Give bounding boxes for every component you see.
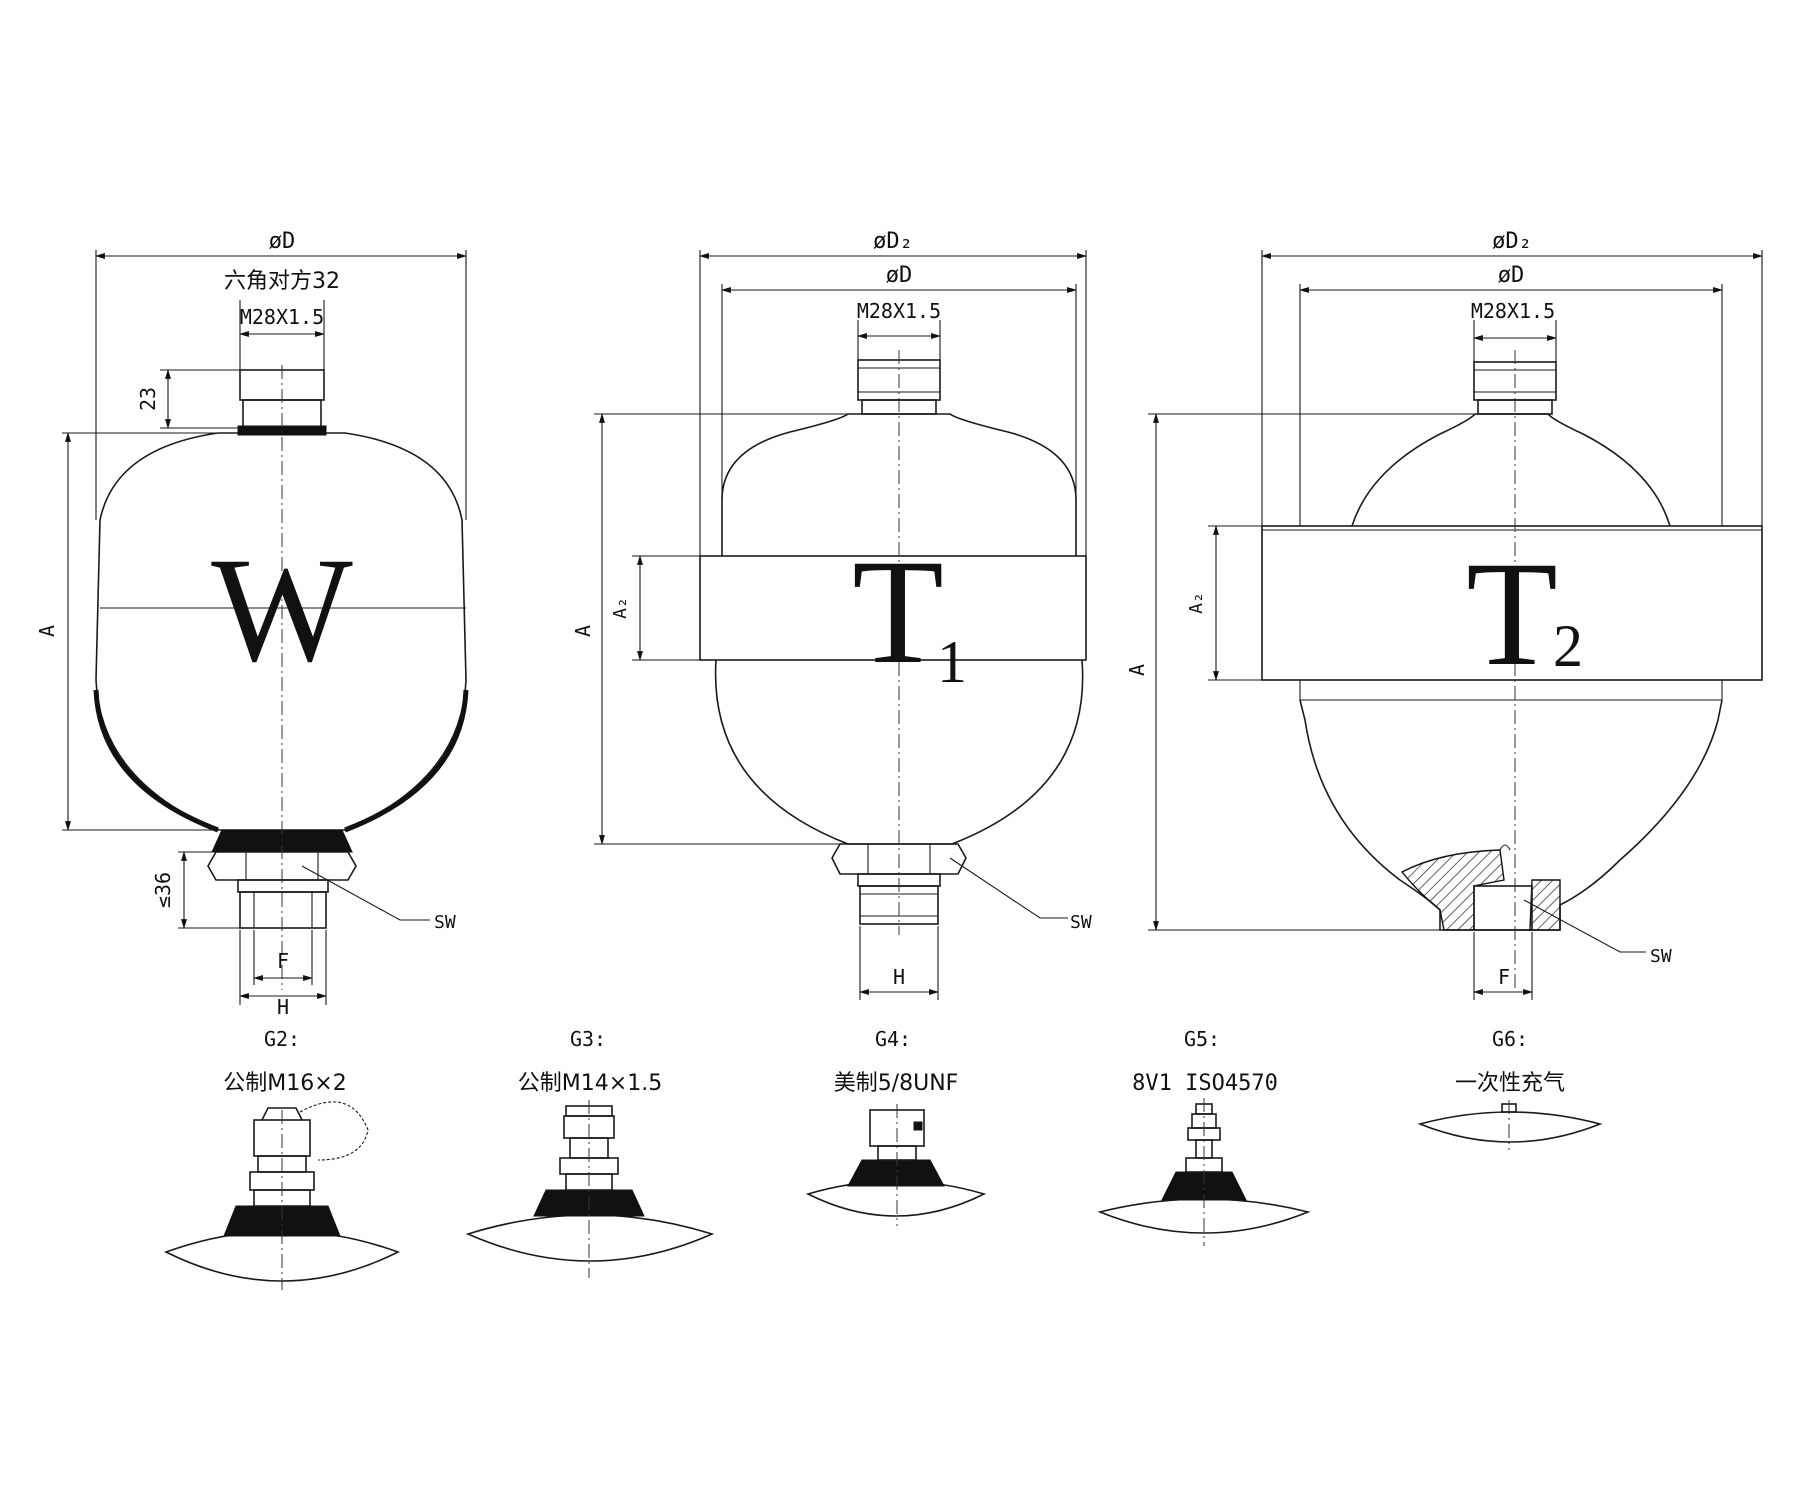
t1-diameter-label: øD	[886, 263, 913, 288]
t1-thread-label: M28X1.5	[857, 299, 941, 323]
t2-dim-a2: A₂	[1186, 592, 1207, 614]
t1-subscript: 1	[937, 629, 967, 695]
t2-f-label: F	[1498, 965, 1510, 989]
accumulator-t2: øD₂ øD M28X1.5 A A₂ T 2 SW F	[1125, 229, 1763, 1000]
w-dim-23: 23	[136, 387, 160, 411]
t1-h-label: H	[893, 965, 905, 989]
w-sw-label: SW	[434, 912, 456, 933]
t1-diameter2-label: øD₂	[873, 229, 913, 254]
w-letter: W	[211, 527, 353, 693]
t1-hex-nut	[831, 843, 967, 875]
t1-letter: T	[852, 529, 944, 695]
w-diameter-label: øD	[269, 229, 296, 254]
w-dim-a: A	[35, 625, 59, 637]
t2-dim-a: A	[1125, 664, 1149, 676]
t2-diameter2-label: øD₂	[1492, 229, 1532, 254]
t1-dim-a: A	[571, 625, 595, 637]
valve-g3-spec: 公制M14×1.5	[518, 1071, 662, 1096]
valve-g6: G6: 一次性充气	[1417, 1027, 1603, 1150]
valve-g2-code: G2:	[264, 1027, 300, 1051]
w-thread-label: M28X1.5	[240, 305, 324, 329]
accumulator-w: øD 六角对方32 M28X1.5 23 A ≤36 W SW F H	[35, 229, 469, 1019]
valve-g3: G3: 公制M14×1.5	[465, 1027, 715, 1278]
t2-section-hatch	[1400, 849, 1505, 931]
t1-band	[699, 555, 1087, 661]
w-shell-lower	[93, 689, 219, 833]
t1-sw-label: SW	[1070, 912, 1092, 933]
t2-lower-bowl	[1299, 699, 1723, 931]
t2-sw-label: SW	[1650, 946, 1672, 967]
valve-g2: G2: 公制M16×2	[163, 1027, 401, 1290]
valve-g4-code: G4:	[875, 1027, 911, 1051]
t2-subscript: 2	[1553, 613, 1583, 679]
w-connector	[237, 879, 329, 893]
valve-g5: G5: 8V1 ISO4570	[1097, 1027, 1311, 1246]
t2-upper-dome	[1351, 413, 1671, 527]
valve-g6-spec: 一次性充气	[1455, 1071, 1565, 1096]
w-h-label: H	[277, 995, 289, 1019]
t2-thread-label: M28X1.5	[1471, 299, 1555, 323]
accumulator-t1: øD₂ øD M28X1.5 A A₂ T 1 SW H	[571, 229, 1092, 1000]
valve-g4-spec: 美制5/8UNF	[834, 1071, 959, 1096]
w-hex-label: 六角对方32	[224, 269, 340, 294]
w-dim-36: ≤36	[151, 872, 175, 908]
valve-g6-code: G6:	[1492, 1027, 1528, 1051]
w-f-label: F	[277, 949, 289, 973]
t2-letter: T	[1466, 531, 1558, 697]
t1-dim-a2: A₂	[610, 597, 631, 619]
valve-g5-code: G5:	[1184, 1027, 1220, 1051]
valve-g5-spec: 8V1 ISO4570	[1132, 1071, 1278, 1096]
valve-g4: G4: 美制5/8UNF	[805, 1027, 987, 1226]
valve-g2-spec: 公制M16×2	[223, 1071, 346, 1096]
valve-g3-code: G3:	[570, 1027, 606, 1051]
t2-band	[1261, 525, 1763, 681]
w-hex-nut	[207, 851, 357, 881]
t2-diameter-label: øD	[1498, 263, 1525, 288]
